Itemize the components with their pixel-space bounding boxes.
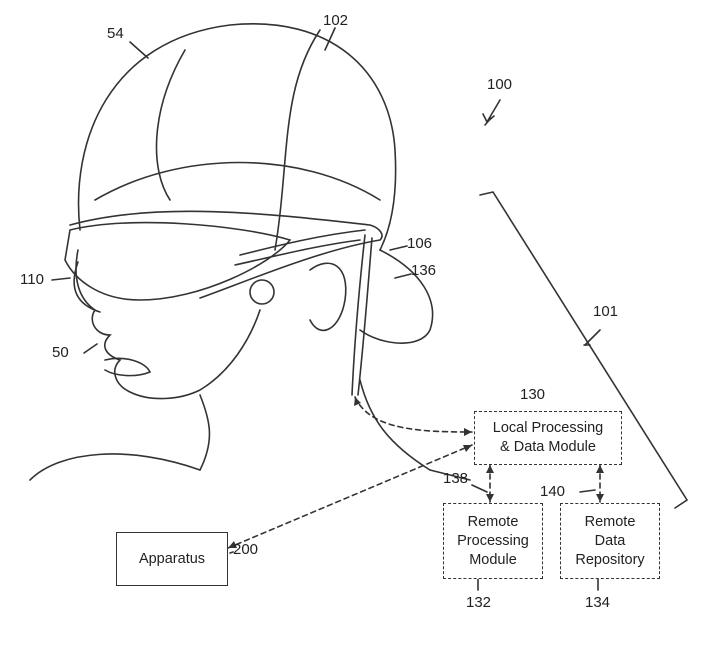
- ref-138: 138: [443, 470, 469, 487]
- box-line: Repository: [575, 551, 645, 568]
- ref-101: 101: [593, 303, 619, 320]
- cable-2: [357, 237, 373, 396]
- eyewear-lens: [64, 221, 292, 301]
- hair-cap-line-2: [274, 29, 321, 251]
- ref-106: 106: [407, 235, 433, 252]
- box-line: Module: [469, 551, 517, 568]
- box-line: Local Processing: [492, 420, 604, 436]
- lips: [104, 357, 152, 377]
- remote-data-repository-box: Remote Data Repository: [560, 503, 660, 579]
- arrow-100: [482, 99, 501, 124]
- ref-100: 100: [487, 76, 513, 93]
- link-apparatus: [227, 444, 473, 549]
- box-line: Remote: [467, 513, 519, 530]
- ref-110: 110: [20, 271, 44, 288]
- eyewear-temple: [234, 229, 366, 266]
- ref-54: 54: [107, 25, 124, 42]
- ear: [309, 262, 347, 332]
- hair-back: [359, 249, 434, 344]
- nose: [73, 261, 101, 313]
- speaker: [249, 279, 275, 305]
- box-line: Processing: [457, 532, 529, 549]
- ref-140: 140: [540, 483, 566, 500]
- ref-130: 130: [520, 386, 546, 403]
- box-line: & Data Module: [500, 439, 596, 455]
- cable: [351, 234, 366, 396]
- box-line: Remote: [584, 513, 636, 530]
- ref-102: 102: [323, 12, 349, 29]
- neck: [199, 379, 431, 471]
- ref-136: 136: [411, 262, 437, 279]
- bracket-101: [479, 191, 689, 509]
- apparatus-box: Apparatus: [116, 532, 228, 586]
- head-outline: [77, 23, 397, 251]
- ref-50: 50: [52, 344, 69, 361]
- box-line: Apparatus: [138, 550, 206, 567]
- hair-band: [94, 161, 381, 201]
- remote-processing-module-box: Remote Processing Module: [443, 503, 543, 579]
- ref-132: 132: [466, 594, 492, 611]
- hair-cap-line: [155, 49, 186, 201]
- shoulders: [29, 453, 471, 481]
- ref-200: 200: [233, 541, 259, 558]
- ref-134: 134: [585, 594, 611, 611]
- local-processing-module-box: Local Processing & Data Module: [474, 411, 622, 465]
- box-line: Data: [594, 532, 626, 549]
- eyewear-band: [69, 210, 383, 299]
- link-136: [354, 396, 473, 433]
- face: [75, 249, 261, 400]
